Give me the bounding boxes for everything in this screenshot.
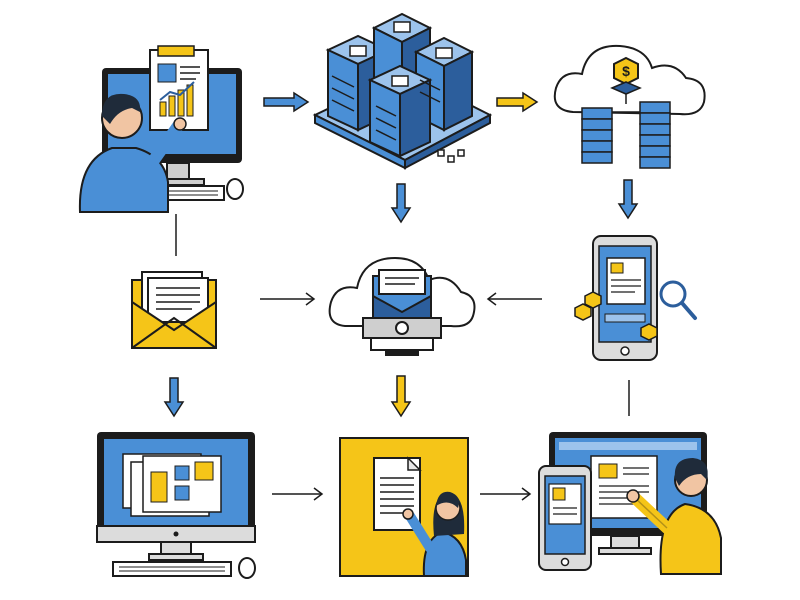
- arrow-email-to-cloud-inbox: [260, 292, 316, 306]
- cloud-inbox: [325, 240, 477, 362]
- arrow-document-board-to-multi-device: [480, 487, 532, 501]
- dashboard-monitor: [95, 428, 270, 583]
- person-at-computer: [72, 40, 257, 215]
- mobile-search: [565, 232, 705, 367]
- email-envelope: [128, 268, 220, 353]
- svg-text:$: $: [622, 63, 630, 79]
- document-board: [338, 436, 473, 581]
- arrow-cloud-inbox-to-document-board: [390, 375, 412, 418]
- arrow-cloud-finance-to-mobile: [617, 179, 639, 220]
- line-person-to-email: [174, 214, 178, 256]
- server-cluster: [310, 10, 500, 175]
- arrow-servers-to-cloud-finance: [496, 91, 539, 113]
- person-at-document-board-icon: [339, 437, 469, 577]
- multi-device-user: [535, 428, 730, 576]
- user-at-desktop-with-report-icon: [78, 45, 244, 213]
- arrow-mobile-to-cloud-inbox: [486, 292, 542, 306]
- smartphone-with-search-icon: [574, 235, 697, 361]
- person-with-phone-and-monitor-icon: [538, 432, 722, 575]
- arrow-servers-to-cloud-inbox: [390, 183, 412, 224]
- envelope-with-documents-icon: [131, 271, 217, 349]
- arrow-dashboard-to-document-board: [272, 487, 324, 501]
- server-rack-cluster-icon: [312, 12, 493, 170]
- cloud-finance: $: [548, 30, 713, 170]
- cloud-with-dollar-and-databases-icon: $: [553, 44, 706, 169]
- arrow-email-to-dashboard: [163, 377, 185, 418]
- arrow-person-to-servers: [263, 91, 310, 113]
- cloud-with-inbox-tray-icon: [328, 256, 476, 356]
- line-mobile-to-multi-device: [627, 380, 631, 416]
- desktop-monitor-dashboard-icon: [96, 432, 256, 579]
